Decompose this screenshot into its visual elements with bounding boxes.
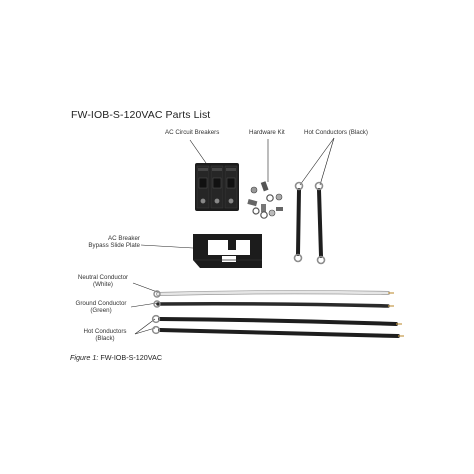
label-ground-line2: (Green) (90, 307, 112, 315)
label-ground-line1: Ground Conductor (75, 300, 127, 307)
leader-hot-top-right (319, 137, 335, 186)
label-neutral-conductor: Neutral Conductor (White) (72, 274, 134, 288)
label-ac-breakers: AC Circuit Breakers (165, 129, 220, 136)
hot-conductors-bottom (151, 314, 404, 338)
label-slide-plate-line2: Bypass Slide Plate (88, 242, 140, 250)
hot-conductors-top (293, 181, 326, 265)
label-hot-conductors-top: Hot Conductors (Black) (304, 129, 368, 136)
figure-caption: Figure 1: FW-IOB-S-120VAC (70, 353, 163, 362)
diagram-title: FW-IOB-S-120VAC Parts List (71, 109, 211, 121)
leader-hot-bottom-a (134, 318, 156, 335)
label-neutral-line2: (White) (93, 281, 113, 289)
ground-conductor (153, 300, 394, 308)
label-slide-plate: AC Breaker Bypass Slide Plate (86, 235, 140, 249)
label-slide-plate-line1: AC Breaker (108, 235, 140, 242)
bypass-slide-plate (193, 234, 262, 268)
label-ground-conductor: Ground Conductor (Green) (70, 300, 132, 314)
label-hardware-kit: Hardware Kit (249, 129, 285, 136)
neutral-conductor (153, 290, 394, 298)
caption-figure-number: Figure 1: (70, 353, 99, 362)
hardware-kit (247, 181, 283, 219)
leader-hot-top-left (299, 137, 335, 186)
label-hot-bottom-line1: Hot Conductors (83, 328, 127, 335)
label-neutral-line1: Neutral Conductor (77, 274, 129, 281)
label-hot-conductors-bottom: Hot Conductors (Black) (76, 328, 134, 342)
leader-lines (130, 137, 335, 335)
caption-text: FW-IOB-S-120VAC (100, 353, 163, 362)
ac-circuit-breakers (195, 163, 239, 211)
label-hot-bottom-line2: (Black) (95, 335, 115, 343)
leader-breakers (189, 139, 207, 164)
leader-hot-bottom-b (134, 327, 156, 335)
leader-slide-plate (140, 244, 194, 249)
leader-ground (130, 302, 158, 308)
